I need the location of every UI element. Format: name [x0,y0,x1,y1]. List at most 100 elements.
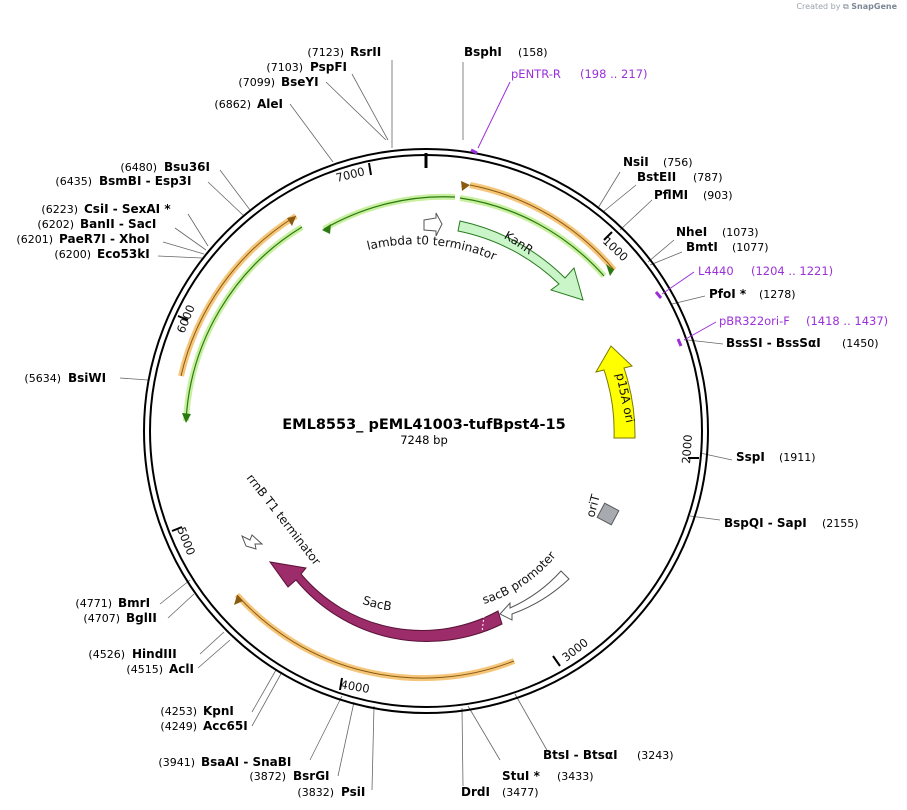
sacb-promoter-feature-arrow[interactable] [499,570,570,621]
svg-text:AleI: AleI [257,97,283,111]
svg-text:(1450): (1450) [842,337,879,350]
site-label-bsu36i[interactable]: (6480) Bsu36I [120,160,210,174]
site-label-sspi[interactable]: SspI(1911) [736,450,816,464]
orit-feature[interactable] [596,502,620,526]
svg-text:(3832): (3832) [297,786,334,799]
svg-text:BssSI - BssSαI: BssSI - BssSαI [726,336,821,350]
site-label-hindiii[interactable]: (4526) HindIII [88,647,176,661]
svg-text:(6435): (6435) [55,175,92,188]
svg-text:BsmBI - Esp3I: BsmBI - Esp3I [99,174,191,188]
site-label-kpni[interactable]: (4253)KpnI [160,704,233,718]
svg-text:(5634): (5634) [24,372,61,385]
svg-text:BtsI - BtsαI: BtsI - BtsαI [543,748,618,762]
site-label-bmri[interactable]: (4771)BmrI [75,596,150,610]
lambda-t0-terminator-label: lambda t0 terminator [365,233,498,263]
svg-text:BstEII: BstEII [637,170,676,184]
site-label-bmti[interactable]: BmtI(1077) [686,240,769,254]
site-label-bspqi[interactable]: BspQI - SapI(2155) [724,516,859,530]
lambda-t0-terminator-arrow[interactable] [423,212,443,237]
svg-text:(3872): (3872) [249,770,286,783]
svg-text:RsrII: RsrII [350,45,381,59]
svg-text:(158): (158) [518,46,548,59]
site-label-csii[interactable]: (6223)CsiI - SexAI * [41,202,171,216]
site-label-banii[interactable]: (6202)BanII - SacI [37,217,156,231]
site-label-nsii[interactable]: NsiI(756) [623,155,693,169]
svg-text:BsiWI: BsiWI [68,371,106,385]
svg-text:(6202): (6202) [37,218,74,231]
site-label-eco53ki[interactable]: (6200)Eco53kI [54,247,149,261]
site-label-bsmbi[interactable]: (6435) BsmBI - Esp3I [55,174,191,188]
p15a-ori-feature-arrow[interactable] [594,345,636,439]
site-leader-lines [119,60,733,791]
svg-text:(1204 .. 1221): (1204 .. 1221) [751,264,833,278]
site-label-psii[interactable]: (3832) PsiI [297,785,365,799]
site-label-paer7i[interactable]: (6201) PaeR7I - XhoI [16,232,149,246]
site-labels-right: BsphI (158) NsiI(756) BstEII(787) PflMI (9… [461,45,879,799]
orf-arrowheads [182,181,614,605]
svg-text:(4515): (4515) [126,663,163,676]
svg-text:DrdI: DrdI [461,785,490,799]
site-label-bseyi[interactable]: (7099) BseYI [238,75,318,89]
site-label-nhei[interactable]: NheI(1073) [676,225,759,239]
svg-text:CsiI - SexAI *: CsiI - SexAI * [84,202,171,216]
svg-text:PsiI: PsiI [341,785,365,799]
svg-text:BseYI: BseYI [281,75,319,89]
svg-text:BspQI - SapI: BspQI - SapI [724,516,807,530]
svg-text:(7123): (7123) [307,46,344,59]
site-label-rsrii[interactable]: (7123) RsrII [307,45,381,59]
site-labels-left: (7123) RsrII (7103)PspFI (7099) BseYI (686… [16,45,381,799]
svg-text:(3243): (3243) [637,749,674,762]
svg-text:(198 .. 217): (198 .. 217) [580,67,648,81]
svg-text:(6480): (6480) [120,161,157,174]
sacb-promoter-label: sacB promoter [481,549,559,607]
tick-label-3000: 3000 [559,635,591,664]
ticks [171,162,699,691]
svg-text:(6862): (6862) [214,98,251,111]
svg-text:PaeR7I - XhoI: PaeR7I - XhoI [59,232,150,246]
site-label-pfoi[interactable]: PfoI * (1278) [709,287,796,301]
site-label-btsi[interactable]: BtsI - BtsαI (3243) [543,748,674,762]
svg-text:(1077): (1077) [732,241,769,254]
site-label-bsphi[interactable]: BsphI (158) [464,45,548,59]
site-label-acc65i[interactable]: (4249)Acc65I [160,719,247,733]
svg-text:Acc65I: Acc65I [203,719,248,733]
svg-text:(903): (903) [703,189,733,202]
svg-text:Bsu36I: Bsu36I [164,160,210,174]
rrnb-t1-terminator-arrow[interactable] [241,534,264,550]
site-label-pspfi[interactable]: (7103)PspFI [266,60,347,74]
svg-text:BsphI: BsphI [464,45,502,59]
site-label-bsteii[interactable]: BstEII(787) [637,170,723,184]
svg-text:BsaAI - SnaBI: BsaAI - SnaBI [201,755,291,769]
site-label-acli[interactable]: (4515) AclI [126,662,194,676]
site-label-bsrgi[interactable]: (3872)BsrGI [249,769,329,783]
credit-prefix: Created by [796,2,841,11]
primer-pentr-r[interactable]: pENTR-R (198 .. 217) [511,67,648,81]
svg-text:(6201): (6201) [16,233,53,246]
site-label-bsaai[interactable]: (3941)BsaAI - SnaBI [158,755,291,769]
site-label-alei[interactable]: (6862) AleI [214,97,283,111]
site-label-stui[interactable]: StuI *(3433) [502,769,594,783]
svg-text:(4526): (4526) [88,648,125,661]
sacb-feature-arrow[interactable] [268,561,503,642]
svg-text:pENTR-R: pENTR-R [511,67,561,81]
snapgene-logo-icon: ⧉ [843,2,849,11]
svg-text:PflMI: PflMI [654,188,688,202]
svg-text:(3477): (3477) [502,786,539,799]
primer-pbr322ori-f[interactable]: pBR322ori-F (1418 .. 1437) [719,314,888,328]
svg-text:(1278): (1278) [759,288,796,301]
svg-text:(7099): (7099) [238,76,275,89]
site-label-bsssi[interactable]: BssSI - BssSαI (1450) [726,336,879,350]
tick-label-2000: 2000 [679,434,695,464]
site-label-drdi[interactable]: DrdI (3477) [461,785,539,799]
svg-text:PfoI *: PfoI * [709,287,747,301]
kanr-feature-arrow[interactable] [457,220,584,301]
site-label-bsiwi[interactable]: (5634) BsiWI [24,371,106,385]
map-title: EML8553_ pEML41003-tufBpst4-15 [282,417,566,433]
svg-text:StuI *: StuI * [502,769,541,783]
primer-l4440[interactable]: L4440 (1204 .. 1221) [698,264,833,278]
site-label-bglii[interactable]: (4707)BglII [83,611,156,625]
svg-text:HindIII: HindIII [132,647,177,661]
svg-text:AclI: AclI [169,662,194,676]
site-label-pflmi[interactable]: PflMI (903) [654,188,733,202]
